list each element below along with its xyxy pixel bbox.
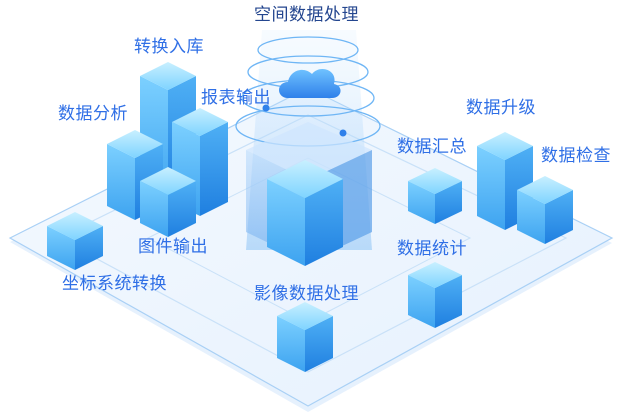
data-cube-image <box>277 302 333 372</box>
ring-node <box>339 129 347 137</box>
module-label-summary: 数据汇总 <box>397 137 467 157</box>
module-label-figure: 图件输出 <box>138 237 208 257</box>
data-cube-center <box>267 160 343 266</box>
cube-top-face <box>277 302 333 330</box>
cube-left-face <box>477 146 505 230</box>
cube-right-face <box>435 275 462 328</box>
cube-left-face <box>408 181 435 224</box>
data-cube-coord <box>47 212 103 270</box>
cube-left-face <box>107 144 135 220</box>
cube-right-face <box>305 316 333 372</box>
cube-left-face <box>408 275 435 328</box>
cube-top-face <box>47 212 103 240</box>
module-label-coord: 坐标系统转换 <box>62 274 167 294</box>
cube-top-face <box>107 130 163 158</box>
cube-left-face <box>277 316 305 372</box>
ring-node <box>262 104 270 112</box>
cube-top-face <box>172 108 228 136</box>
cube-left-face <box>140 181 168 237</box>
cube-left-face <box>267 179 305 266</box>
cloud-icon <box>279 69 341 98</box>
cube-left-face <box>517 190 545 244</box>
data-cube-check <box>517 176 573 244</box>
cube-top-face <box>408 168 462 194</box>
data-cube-upgrade <box>477 132 533 230</box>
cube-right-face <box>545 190 573 244</box>
module-label-convert: 转换入库 <box>134 37 204 57</box>
data-cube-figure <box>140 167 196 237</box>
cube-right-face <box>435 181 462 224</box>
module-label-stats: 数据统计 <box>397 239 467 259</box>
module-label-upgrade: 数据升级 <box>466 98 536 118</box>
cube-top-face <box>140 167 196 195</box>
cube-top-face <box>517 176 573 204</box>
data-cube-summary <box>408 168 462 224</box>
cube-right-face <box>75 226 103 270</box>
cube-top-face <box>408 262 462 288</box>
cube-left-face <box>47 226 75 270</box>
module-label-check: 数据检查 <box>541 146 611 166</box>
cube-top-face <box>140 62 196 90</box>
cube-right-face <box>200 122 228 216</box>
cube-top-face <box>477 132 533 160</box>
cube-top-face <box>267 160 343 198</box>
center-label: 影像数据处理 <box>254 284 359 304</box>
cube-right-face <box>168 181 196 237</box>
data-cube-stats <box>408 262 462 328</box>
module-label-analysis: 数据分析 <box>58 104 128 124</box>
cube-right-face <box>305 179 343 266</box>
title-label: 空间数据处理 <box>254 5 359 25</box>
module-label-report: 报表输出 <box>201 88 271 108</box>
